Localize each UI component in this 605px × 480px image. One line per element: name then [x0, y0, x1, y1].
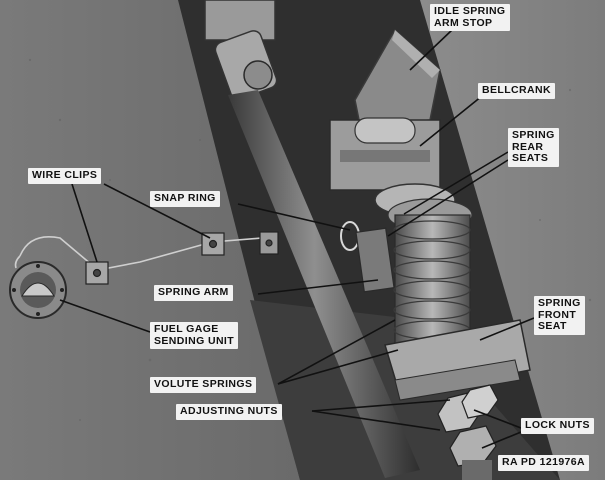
label-wire-clips: WIRE CLIPS — [28, 168, 102, 184]
label-volute-springs: VOLUTE SPRINGS — [150, 377, 257, 393]
figure-reference-id: RA PD 121976A — [498, 455, 590, 471]
label-fuel-gage-sending-unit: FUEL GAGE SENDING UNIT — [150, 322, 239, 349]
label-lock-nuts: LOCK NUTS — [521, 418, 594, 434]
label-snap-ring: SNAP RING — [150, 191, 220, 207]
label-idle-spring-arm-stop: IDLE SPRING ARM STOP — [430, 4, 510, 31]
left-hull-plate — [0, 0, 300, 480]
label-bellcrank: BELLCRANK — [478, 83, 555, 99]
label-spring-arm: SPRING ARM — [154, 285, 233, 301]
label-spring-rear-seats: SPRING REAR SEATS — [508, 128, 559, 167]
label-adjusting-nuts: ADJUSTING NUTS — [176, 404, 282, 420]
label-spring-front-seat: SPRING FRONT SEAT — [534, 296, 585, 335]
